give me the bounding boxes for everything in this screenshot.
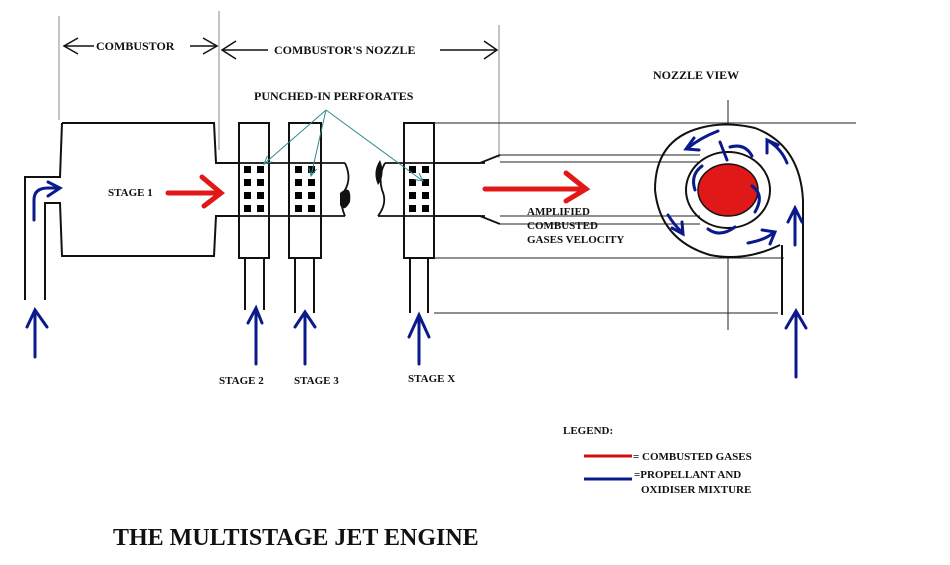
perforation-hole — [422, 166, 429, 173]
perforation-hole — [257, 192, 264, 199]
legend-label-propellant-1: =PROPELLANT AND — [634, 469, 741, 481]
perforation-hole — [422, 205, 429, 212]
perforation-hole — [308, 205, 315, 212]
legend: LEGEND: = COMBUSTED GASES =PROPELLANT AN… — [563, 425, 752, 496]
perforation-hole — [295, 166, 302, 173]
stage-feed-arrows — [246, 304, 431, 366]
swirl-arrows — [666, 129, 789, 246]
nozzle-dimension-arrow — [220, 40, 499, 60]
perforation-hole — [308, 179, 315, 186]
combustor-label: COMBUSTOR — [96, 39, 175, 53]
stage-3-injector — [288, 122, 322, 313]
combustor-dimension-arrow — [62, 37, 219, 55]
perforations — [244, 166, 429, 212]
perforation-hole — [295, 205, 302, 212]
stage-2-injector — [238, 122, 270, 310]
perforation-hole — [422, 179, 429, 186]
perforation-hole — [295, 192, 302, 199]
perforation-hole — [257, 205, 264, 212]
combusted-gas-arrows — [165, 170, 591, 209]
nozzle-pipe — [238, 154, 501, 225]
perforation-hole — [257, 166, 264, 173]
combustor-nozzle-label: COMBUSTOR'S NOZZLE — [274, 43, 415, 57]
perforation-hole — [409, 192, 416, 199]
legend-heading: LEGEND: — [563, 425, 613, 437]
stage-1-feed-arrows — [25, 180, 63, 359]
perforation-hole — [244, 179, 251, 186]
amplified-label-3: GASES VELOCITY — [527, 234, 624, 246]
stage-x-injector — [403, 122, 435, 313]
amplified-label-1: AMPLIFIED — [527, 206, 590, 218]
stage-2-label: STAGE 2 — [219, 375, 264, 387]
perforation-hole — [409, 205, 416, 212]
nozzle-view-label: NOZZLE VIEW — [653, 68, 739, 82]
pipe-break-marks — [340, 160, 383, 209]
perforates-label: PUNCHED-IN PERFORATES — [254, 89, 414, 103]
stage-x-label: STAGE X — [408, 373, 455, 385]
combustor-chamber — [24, 122, 238, 300]
diagram-title: THE MULTISTAGE JET ENGINE — [113, 525, 479, 551]
perforate-pointers — [264, 109, 423, 181]
nozzle-feed-arrow — [784, 204, 808, 379]
legend-label-propellant-2: OXIDISER MIXTURE — [641, 484, 751, 496]
perforation-hole — [257, 179, 264, 186]
perforation-hole — [409, 166, 416, 173]
perforation-hole — [308, 192, 315, 199]
dimension-guides — [58, 11, 500, 158]
perforation-hole — [422, 192, 429, 199]
stage-1-label: STAGE 1 — [108, 187, 153, 199]
amplified-label-2: COMBUSTED — [527, 220, 598, 232]
perforation-hole — [295, 179, 302, 186]
perforation-hole — [244, 205, 251, 212]
combusted-core — [697, 163, 759, 217]
legend-label-combusted: = COMBUSTED GASES — [633, 451, 752, 463]
nozzle-view — [653, 123, 804, 315]
perforation-hole — [244, 192, 251, 199]
stage-3-label: STAGE 3 — [294, 375, 339, 387]
perforation-hole — [409, 179, 416, 186]
perforation-hole — [244, 166, 251, 173]
